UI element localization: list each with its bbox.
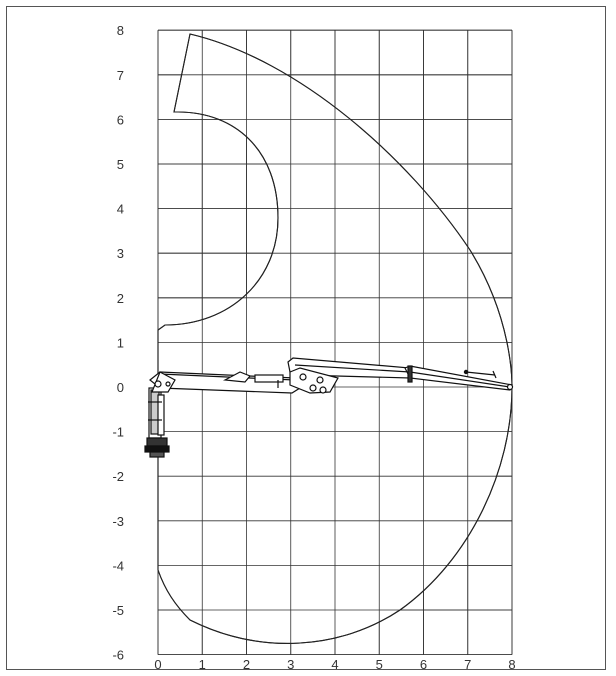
y-tick-label: 4 [117,202,124,217]
x-tick-label: 0 [154,657,161,672]
x-tick-label: 3 [287,657,294,672]
x-tick-label: 8 [508,657,515,672]
y-tick-label: 8 [117,23,124,38]
main-boom [149,371,301,394]
y-tick-label: -6 [112,648,124,663]
y-tick-label: 6 [117,112,124,127]
y-tick-label: 1 [117,335,124,350]
y-tick-label: 3 [117,246,124,261]
reach-envelope-outline [157,33,513,644]
crane-drawing [144,357,514,458]
figure-frame [6,6,606,670]
y-tick-label: 0 [117,380,124,395]
y-tick-label: -5 [112,603,124,618]
boom-extensions [404,365,514,391]
x-tick-label: 6 [420,657,427,672]
y-tick-label: -1 [112,425,124,440]
x-tick-label: 7 [464,657,471,672]
y-tick-label: -4 [112,558,124,573]
x-tick-label: 1 [199,657,206,672]
grid-overlay [157,29,513,655]
x-tick-label: 5 [376,657,383,672]
outer-boom [287,357,411,394]
y-tick-label: 7 [117,68,124,83]
x-axis-ticks: 0 1 2 3 4 5 6 7 8 [154,657,515,672]
y-tick-label: -2 [112,469,124,484]
y-tick-label: 2 [117,291,124,306]
crane-column [144,387,170,458]
x-tick-label: 4 [331,657,338,672]
y-axis-ticks: 8 7 6 5 4 3 2 1 0 -1 -2 -3 -4 -5 -6 [112,23,124,662]
x-tick-label: 2 [243,657,250,672]
y-tick-label: -3 [112,514,124,529]
y-tick-label: 5 [117,157,124,172]
